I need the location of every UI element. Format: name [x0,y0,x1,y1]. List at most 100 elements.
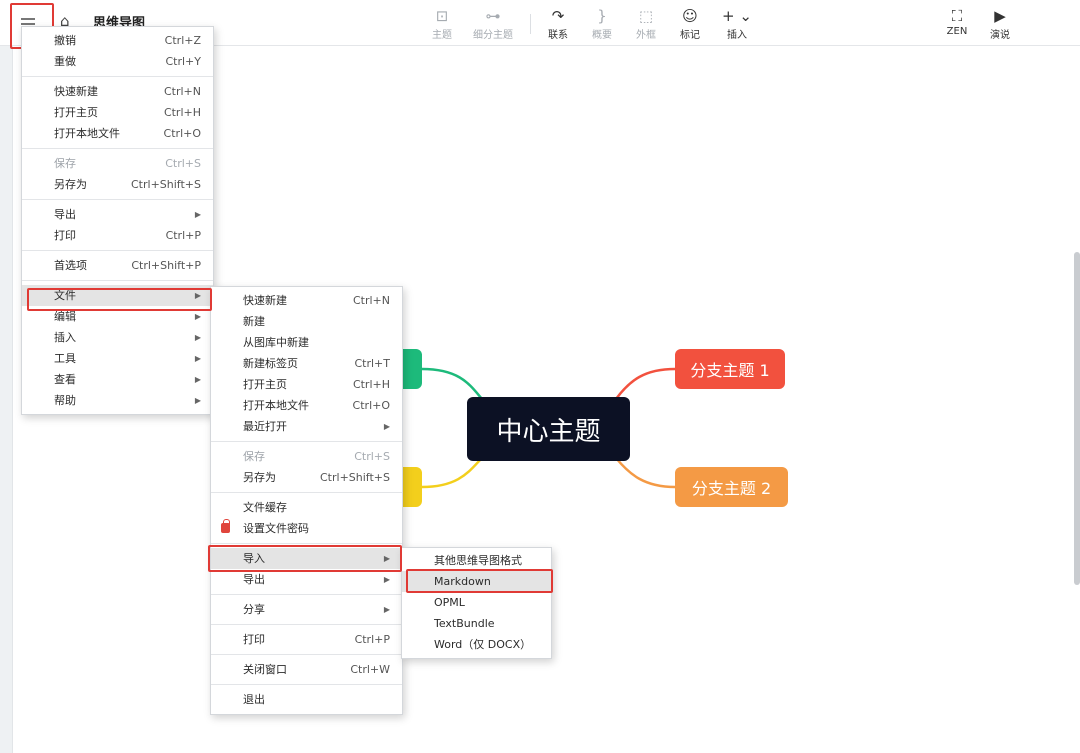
file-item-open-home[interactable]: 打开主页 Ctrl+H [211,374,402,395]
file-item-share[interactable]: 分享 ▶ [211,599,402,620]
summary-icon: } [597,7,607,25]
pitch-button[interactable]: ▶ 演说 [970,6,1030,42]
import-item-opml[interactable]: OPML [402,592,551,613]
menu-label: 另存为 [54,178,87,191]
submenu-arrow-icon: ▶ [194,312,201,321]
menu-label: 其他思维导图格式 [434,554,522,567]
toolbar-divider [530,14,531,34]
menu-separator [211,684,402,685]
file-item-new-from-gallery[interactable]: 从图库中新建 [211,332,402,353]
relationship-label: 联系 [548,30,568,41]
menu-label: 最近打开 [243,420,287,433]
file-item-export[interactable]: 导出▶ [211,569,402,590]
menu-label: 保存 [243,450,265,463]
menu-shortcut: Ctrl+H [352,378,390,391]
boundary-label: 外框 [636,30,656,41]
zen-button[interactable]: ⛶ ZEN [927,6,987,42]
menu-shortcut: Ctrl+Shift+P [131,259,201,272]
highlight-markdown-item [406,569,553,593]
branch-topic-2[interactable]: 分支主题 2 [675,467,788,507]
menu-label: 设置文件密码 [243,522,309,535]
subtopic-button[interactable]: ⊶ 细分主题 [463,6,523,42]
relationship-button[interactable]: ↷ 联系 [528,6,588,42]
file-item-save[interactable]: 保存 Ctrl+S [211,446,402,467]
menu-label: 打印 [243,633,265,646]
menu-label: 快速新建 [243,294,287,307]
menu-label: 从图库中新建 [243,336,309,349]
menu-label: 打开本地文件 [243,399,309,412]
import-item-textbundle[interactable]: TextBundle [402,613,551,634]
menu-label: 插入 [54,331,76,344]
menu-shortcut: Ctrl+N [163,85,201,98]
summary-button[interactable]: } 概要 [572,6,632,42]
summary-label: 概要 [592,30,612,41]
submenu-arrow-icon: ▶ [383,605,390,614]
zen-label: ZEN [946,26,968,37]
menu-shortcut: Ctrl+S [354,450,390,463]
link-branch-2 [615,457,676,489]
insert-button[interactable]: + ⌄ 插入 [707,6,767,42]
insert-icon: + ⌄ [722,7,752,25]
menu-label: 另存为 [243,471,276,484]
menu-separator [211,441,402,442]
menu-item-help[interactable]: 帮助▶ [22,390,213,411]
menu-item-edit[interactable]: 编辑▶ [22,306,213,327]
topic-label: 主题 [432,30,452,41]
menu-shortcut: Ctrl+Y [165,55,201,68]
menu-label: 打开主页 [243,378,287,391]
highlight-file-item [27,288,212,311]
submenu-arrow-icon: ▶ [194,354,201,363]
submenu-arrow-icon: ▶ [383,554,390,563]
menu-label: 打开本地文件 [54,127,120,140]
import-item-markdown[interactable]: Markdown [402,571,551,592]
file-item-new[interactable]: 新建 [211,311,402,332]
menu-shortcut: Ctrl+W [350,663,390,676]
central-topic[interactable]: 中心主题 [467,397,630,461]
menu-label: Markdown [434,575,491,588]
file-item-import[interactable]: 导入▶ [211,548,402,569]
menu-shortcut: Ctrl+O [352,399,390,412]
file-item-set-password[interactable]: 设置文件密码 [211,518,402,539]
menu-item-view[interactable]: 查看▶ [22,369,213,390]
file-item-cache[interactable]: 文件缓存 [211,497,402,518]
menu-label: 导出 [54,208,76,221]
boundary-button[interactable]: ⬚ 外框 [616,6,676,42]
marker-icon: ☺ [682,7,698,25]
lock-icon [221,519,230,533]
branch-topic-1[interactable]: 分支主题 1 [675,349,785,389]
menu-shortcut: Ctrl+H [163,106,201,119]
menu-item-file[interactable]: 文件▶ [22,285,213,306]
import-item-word[interactable]: Word（仅 DOCX） [402,634,551,655]
menu-label: 分享 [243,603,265,616]
file-item-quit[interactable]: 退出 [211,689,402,710]
file-item-recent[interactable]: 最近打开 ▶ [211,416,402,437]
menu-item-export[interactable]: 导出▶ [22,204,213,225]
topic-button[interactable]: ⊡ 主题 [412,6,472,42]
menu-item-insert[interactable]: 插入▶ [22,327,213,348]
file-item-open-local[interactable]: 打开本地文件 Ctrl+O [211,395,402,416]
marker-button[interactable]: ☺ 标记 [660,6,720,42]
import-item-other-formats[interactable]: 其他思维导图格式 [402,550,551,571]
vertical-scrollbar[interactable] [1074,252,1080,585]
home-icon[interactable]: ⌂ [60,12,70,30]
submenu-arrow-icon: ▶ [383,422,390,431]
menu-item-tools[interactable]: 工具▶ [22,348,213,369]
submenu-arrow-icon: ▶ [383,575,390,584]
menu-separator [22,148,213,149]
menu-separator [211,543,402,544]
